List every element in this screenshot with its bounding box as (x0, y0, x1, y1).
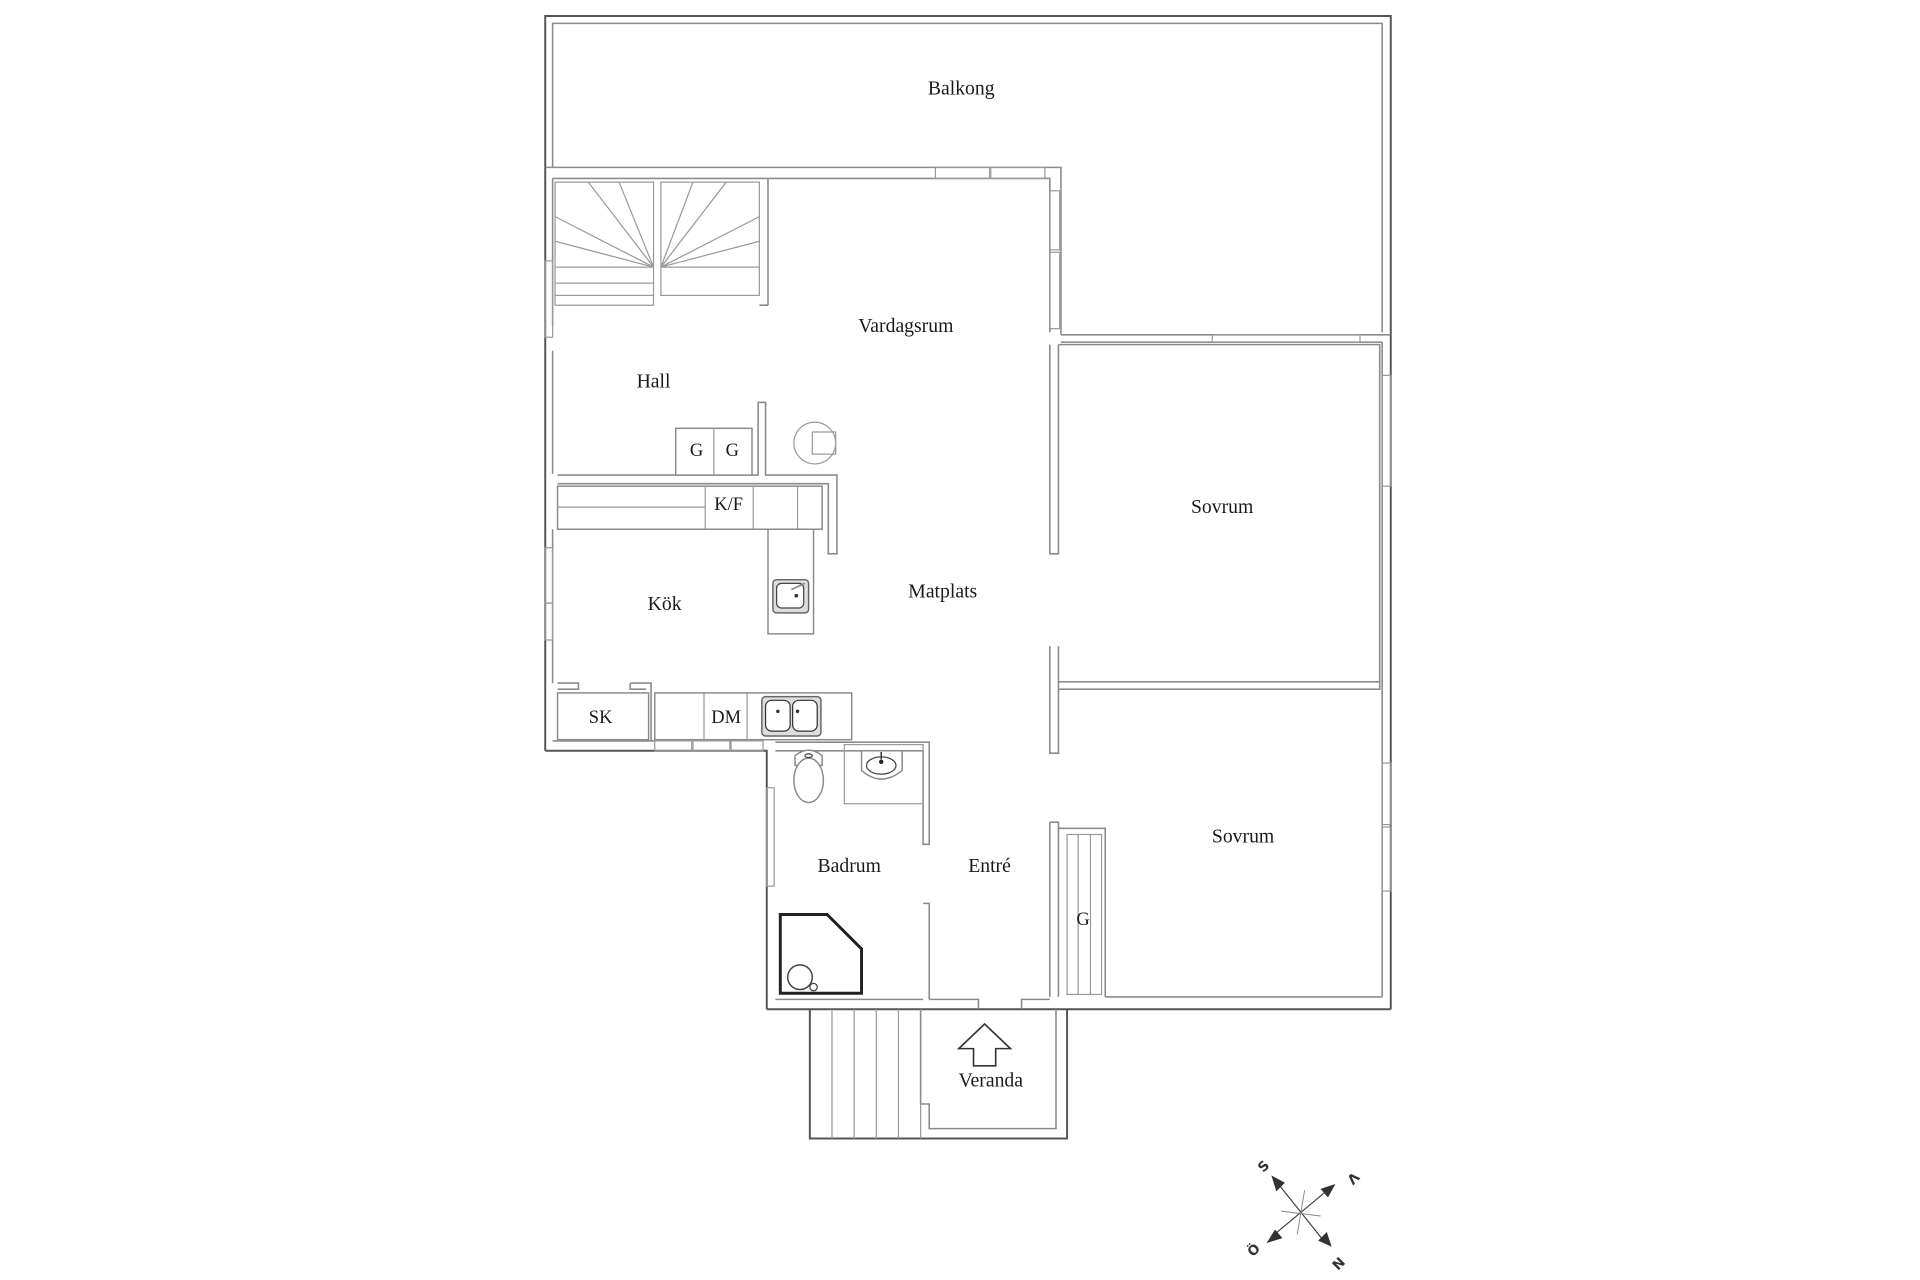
room-label-badrum: Badrum (818, 855, 881, 877)
toilet-icon (793, 749, 825, 804)
fixture-label-stadskap: SK (589, 707, 613, 727)
balcony (544, 15, 1392, 335)
fixture-label-garderob-1: G (690, 440, 703, 460)
washbasin-icon (843, 744, 924, 805)
compass-south: S (1255, 1158, 1273, 1176)
room-label-sovrum-1: Sovrum (1191, 496, 1253, 518)
veranda (808, 1009, 1069, 1140)
room-label-matplats: Matplats (908, 581, 977, 603)
windows (544, 166, 1392, 892)
stair-icon (554, 178, 769, 307)
compass-west: V (1343, 1168, 1362, 1187)
room-label-sovrum-2: Sovrum (1212, 826, 1274, 848)
room-label-kok: Kök (648, 593, 682, 615)
room-label-veranda: Veranda (959, 1069, 1024, 1091)
fixture-label-garderob-2: G (726, 440, 739, 460)
fixture-label-kyl-frys: K/F (714, 494, 743, 514)
fireplace-icon (793, 421, 837, 465)
compass-north: N (1328, 1253, 1347, 1272)
fixture-label-diskmaskin: DM (711, 707, 741, 727)
room-label-hall: Hall (637, 370, 671, 392)
double-sink-icon (761, 695, 822, 737)
room-label-vardagsrum: Vardagsrum (858, 315, 953, 337)
fixture-label-garderob-3: G (1076, 909, 1089, 929)
sink-icon (772, 578, 810, 614)
shower-icon (778, 912, 864, 995)
room-labels: Balkong Vardagsrum Hall Sovrum Kök Matpl… (589, 77, 1274, 1091)
interior-walls (557, 343, 1381, 1010)
room-label-balkong: Balkong (928, 77, 995, 99)
compass-east: Ö (1243, 1239, 1264, 1260)
room-label-entre: Entré (968, 855, 1011, 877)
compass-icon: S V Ö N (1243, 1158, 1362, 1273)
entrance-arrow-icon (956, 1022, 1013, 1067)
